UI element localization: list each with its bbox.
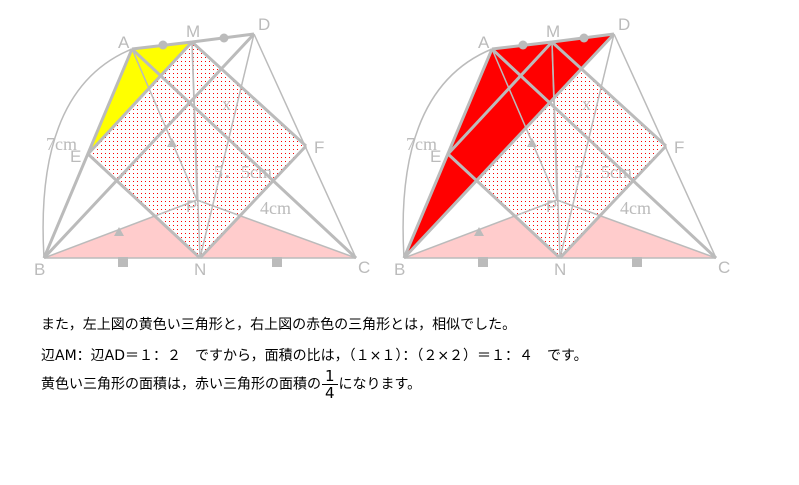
equal-mark-circle [219, 33, 229, 43]
line-dn [559, 33, 615, 259]
point-label-f: F [674, 138, 684, 157]
line-fn [558, 144, 668, 260]
angle-mark-triangle [114, 227, 124, 236]
line-mf [550, 40, 668, 148]
point-label-m: M [546, 22, 560, 41]
length-label-len7: 7cm [46, 134, 77, 154]
arc-ba [402, 48, 493, 259]
line-bp [43, 199, 198, 259]
line-bd [42, 32, 256, 260]
point-label-e: E [70, 147, 81, 166]
line-em [86, 40, 194, 156]
line-mp [191, 41, 198, 201]
line-ne [86, 152, 202, 260]
fraction-numerator: 1 [322, 368, 338, 385]
length-label-x: x [222, 94, 231, 114]
length-label-len55: 5．5cm [214, 162, 272, 182]
line-ac [490, 47, 718, 260]
line-ac [130, 47, 358, 260]
geometry-figures: A M D E F B N C P 7cm 5．5cm 4cm x A M D E F B N C P 7cm 5．5cm 4c… [34, 15, 730, 279]
fraction-denominator: 4 [325, 384, 335, 402]
line-pc [556, 199, 717, 259]
line-mp [551, 41, 558, 201]
point-label-d: D [618, 15, 630, 34]
equal-mark-circle [518, 40, 528, 50]
length-label-len4: 4cm [620, 198, 651, 218]
point-label-c: C [718, 258, 730, 277]
point-label-f: F [314, 138, 324, 157]
line3-end: になります。 [338, 376, 422, 393]
point-label-b: B [34, 260, 45, 279]
point-label-n: N [194, 260, 206, 279]
line-em [446, 40, 554, 156]
equal-mark-circle [158, 40, 168, 50]
line-ne [446, 152, 562, 260]
point-label-a: A [478, 33, 490, 52]
line-fn [198, 144, 308, 260]
point-label-c: C [358, 258, 370, 277]
line-bd [402, 32, 616, 260]
point-label-b: B [394, 260, 405, 279]
point-label-d: D [258, 15, 270, 34]
length-label-x: x [582, 94, 591, 114]
left-figure: A M D E F B N C P 7cm 5．5cm 4cm x [34, 15, 370, 279]
line3-start: 黄色い三角形の面積は，赤い三角形の面積の [41, 376, 321, 393]
point-label-p: P [546, 197, 557, 216]
equal-mark-square [478, 257, 488, 267]
length-label-len55: 5．5cm [574, 162, 632, 182]
line-ap [131, 48, 198, 201]
arc-ba [42, 48, 133, 259]
angle-mark-triangle [527, 138, 537, 147]
angle-mark-triangle [474, 227, 484, 236]
point-label-m: M [186, 22, 200, 41]
point-label-p: P [186, 197, 197, 216]
line-ap [491, 48, 558, 201]
equal-mark-square [632, 257, 642, 267]
point-label-a: A [118, 33, 130, 52]
line-bp [403, 199, 558, 259]
equal-mark-circle [579, 33, 589, 43]
equal-mark-square [272, 257, 282, 267]
line-mf [190, 40, 308, 148]
line-pc [196, 199, 357, 259]
point-label-e: E [430, 147, 441, 166]
length-label-len4: 4cm [260, 198, 291, 218]
explanation-line-2: 辺AM：辺AD＝１：２ ですから，面積の比は，（１×１）：（２×２）＝１：４ で… [41, 348, 588, 364]
equal-mark-square [118, 257, 128, 267]
point-label-n: N [554, 260, 566, 279]
angle-mark-triangle [167, 138, 177, 147]
right-figure: A M D E F B N C P 7cm 5．5cm 4cm x [394, 15, 730, 279]
explanation-line-1: また，左上図の黄色い三角形と，右上図の赤色の三角形とは，相似でした。 [41, 317, 517, 333]
line-dn [199, 33, 255, 259]
length-label-len7: 7cm [406, 134, 437, 154]
